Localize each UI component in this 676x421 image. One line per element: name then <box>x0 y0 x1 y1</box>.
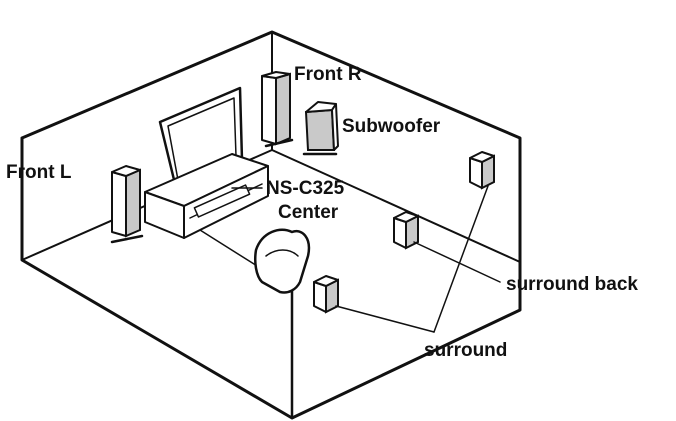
surround-back-front <box>393 217 407 249</box>
front-r-speaker <box>261 71 294 148</box>
cabinet-side <box>144 191 185 239</box>
surround-leader-right <box>433 185 489 333</box>
front-l-label: Front L <box>6 162 72 183</box>
front-r-speaker-side <box>275 72 291 146</box>
surround-back-top <box>393 211 419 223</box>
surround-label: surround <box>424 340 507 361</box>
surround-leader-left <box>335 305 435 333</box>
subwoofer-front <box>304 108 336 151</box>
armchair <box>254 228 311 294</box>
front-l-speaker-side <box>125 168 141 238</box>
center-speaker-body <box>193 184 251 218</box>
surround-speaker-right <box>469 151 495 190</box>
surround-left-top <box>313 275 339 287</box>
front-r-speaker-front <box>261 75 277 145</box>
center-label: Center <box>278 202 339 223</box>
surround-back-speaker <box>393 211 419 250</box>
armchair-seat-detail <box>265 249 299 257</box>
front-r-speaker-stand <box>264 138 294 148</box>
front-l-speaker-front <box>111 171 127 237</box>
front-r-label: Front R <box>294 64 362 85</box>
subwoofer-side <box>331 103 339 151</box>
surround-back-leader-line <box>413 241 501 283</box>
front-r-speaker-top <box>261 71 291 79</box>
room-outline <box>20 30 522 420</box>
center-model-label: NS-C325 <box>266 178 345 199</box>
surround-right-front <box>469 157 483 189</box>
leader-lines <box>231 185 501 333</box>
surround-speaker-left <box>313 275 339 314</box>
tv-cabinet <box>144 153 269 239</box>
surround-back-label: surround back <box>506 274 638 295</box>
front-l-speaker-stand <box>110 234 144 244</box>
surround-left-front <box>313 281 327 313</box>
armchair-outline <box>254 228 311 294</box>
room-back-right-floor-edge <box>271 149 521 263</box>
front-l-speaker <box>110 165 144 244</box>
subwoofer <box>302 101 339 156</box>
front-l-speaker-top <box>111 165 141 177</box>
subwoofer-label: Subwoofer <box>342 116 441 137</box>
surround-right-top <box>469 151 495 163</box>
